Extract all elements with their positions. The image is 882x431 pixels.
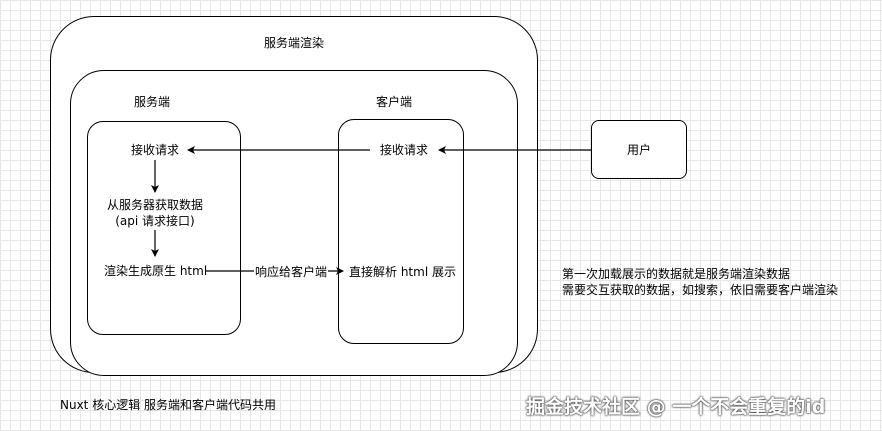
client-title: 客户端	[375, 95, 412, 109]
note-line-1: 第一次加载展示的数据就是服务端渲染数据	[562, 267, 791, 281]
note-line-2: 需要交互获取的数据，如搜索，依旧需要客户端渲染	[562, 283, 839, 297]
user-label: 用户	[626, 143, 651, 157]
server-fetch-data: 从服务器获取数据	[106, 198, 203, 212]
client-receive-request: 接收请求	[379, 143, 428, 157]
server-render-html: 渲染生成原生 html	[104, 264, 208, 278]
server-receive-request: 接收请求	[130, 143, 179, 157]
user-box	[591, 120, 687, 179]
footer-caption: Nuxt 核心逻辑 服务端和客户端代码共用	[60, 398, 277, 412]
watermark: 掘金技术社区 @ 一个不会重复的id	[526, 396, 826, 418]
server-box	[87, 121, 241, 335]
client-parse-html: 直接解析 html 展示	[349, 264, 456, 280]
server-title: 服务端	[133, 95, 170, 109]
client-box	[338, 119, 464, 344]
ssr-container-title: 服务端渲染	[263, 36, 324, 50]
server-fetch-api: (api 请求接口)	[115, 214, 195, 228]
respond-to-client-label: 响应给客户端	[254, 264, 329, 280]
